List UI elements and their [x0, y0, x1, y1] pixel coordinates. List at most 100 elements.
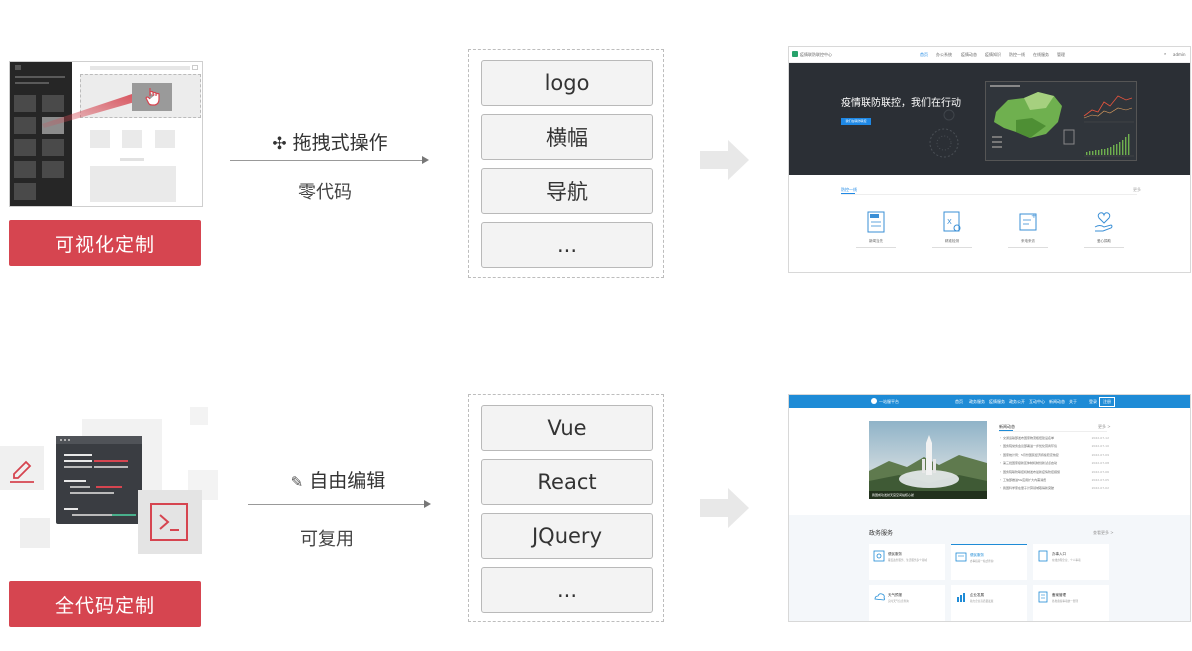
drag-trail [42, 94, 135, 128]
service-icon [873, 550, 885, 562]
site-brand: 一站服平台 [879, 399, 899, 404]
hero-title: 疫情联防联控，我们在行动 [841, 98, 961, 109]
service-icon [955, 552, 967, 562]
service-card[interactable]: 办事入口 在线办理企业、个人事项 [1033, 544, 1109, 580]
component-logo[interactable]: logo [481, 60, 653, 106]
pencil-icon [10, 460, 34, 483]
form-icon: + [1019, 212, 1037, 231]
free-edit-caption: ✎ 自由编辑 [290, 470, 386, 492]
dragged-block [132, 83, 172, 111]
nav-item[interactable]: 政务公开 [1009, 399, 1025, 404]
flow-arrow-head [424, 500, 431, 508]
flow-arrow-head [422, 156, 429, 164]
reusable-caption: 可复用 [300, 529, 354, 550]
card-test[interactable]: X 精准检测 [927, 209, 977, 259]
register-button[interactable]: 注册 [1099, 397, 1115, 407]
gov-site-preview: 一站服平台 首页 政务服务 疫情服务 政务公开 互动中心 新闻动态 关于 登录 … [788, 394, 1191, 622]
search-icon[interactable]: ⌕ [1164, 51, 1167, 56]
site-header: 疫情联防联控中心 首页 办公系统 疫情动态 疫情知识 防控一线 在线服务 管理 … [789, 47, 1190, 63]
card-news[interactable]: 新闻当先 [851, 209, 901, 259]
test-icon: X [943, 211, 961, 232]
svg-text:X: X [947, 218, 952, 226]
visual-customization-label: 可视化定制 [9, 220, 201, 266]
move-icon: ✣ [272, 134, 287, 154]
nav-item[interactable]: 政务服务 [969, 399, 985, 404]
nav-item-home[interactable]: 首页 [920, 52, 928, 57]
section-more-link[interactable]: 更多 [1133, 187, 1141, 192]
full-code-customization-label: 全代码定制 [9, 581, 201, 627]
result-arrow-icon [700, 140, 749, 180]
terminal-icon [150, 503, 188, 541]
service-card[interactable]: 天气预报 实时天气信息查询 [869, 585, 945, 621]
flow-arrow-line [248, 504, 424, 505]
hero-button[interactable]: 我们在联防联控 [841, 118, 871, 125]
news-photo: 我国成功发射天宫空间站核心舱 [869, 421, 987, 499]
service-icon [957, 593, 965, 602]
nav-item[interactable]: 在线服务 [1033, 52, 1049, 57]
nav-item[interactable]: 关于 [1069, 399, 1077, 404]
hero-banner: 疫情联防联控，我们在行动 我们在联防联控 [789, 63, 1190, 175]
card-visit[interactable]: + 来电来访 [1003, 209, 1053, 259]
nav-item[interactable]: 疫情动态 [961, 52, 977, 57]
service-card[interactable]: 便民服务 覆盖政务服务、生活服务多个领域 [869, 544, 945, 580]
service-icon [1038, 591, 1048, 603]
component-jquery[interactable]: JQuery [481, 513, 653, 559]
svg-text:+: + [1031, 212, 1037, 220]
terminal-tile [138, 490, 202, 554]
nav-item[interactable]: 防控一线 [1009, 52, 1025, 57]
code-window [56, 436, 142, 524]
component-react[interactable]: React [481, 459, 653, 505]
nav-item[interactable]: 新闻动态 [1049, 399, 1065, 404]
component-more[interactable]: ... [481, 567, 653, 613]
nav-item[interactable]: 管理 [1057, 52, 1065, 57]
dashboard-panel [985, 81, 1137, 161]
weather-icon [874, 593, 885, 601]
drag-operation-caption: ✣ 拖拽式操作 [272, 132, 388, 154]
service-card-active[interactable]: 便民服务 办事指南一站式查询 [951, 544, 1027, 580]
result-arrow-icon [700, 488, 749, 528]
site-logo-icon [792, 51, 798, 57]
section-title: 防控一线 [841, 187, 857, 192]
component-nav[interactable]: 导航 [481, 168, 653, 214]
login-link[interactable]: 登录 [1089, 399, 1097, 404]
site-header: 一站服平台 首页 政务服务 疫情服务 政务公开 互动中心 新闻动态 关于 登录 … [789, 395, 1190, 408]
flow-arrow-line [230, 160, 422, 161]
nav-item[interactable]: 疫情服务 [989, 399, 1005, 404]
nav-item[interactable]: 疫情知识 [985, 52, 1001, 57]
component-vue[interactable]: Vue [481, 405, 653, 451]
site-brand: 疫情联防联控中心 [800, 52, 832, 57]
user-name[interactable]: admin [1173, 52, 1186, 57]
news-icon [867, 211, 885, 233]
hand-cursor-icon [145, 88, 160, 106]
visual-components-group: logo 横幅 导航 ... [468, 49, 664, 278]
heart-hand-icon [1094, 212, 1113, 232]
service-icon [1038, 550, 1048, 562]
zero-code-caption: 零代码 [298, 182, 352, 203]
code-illustration [0, 404, 220, 564]
pencil-icon: ✎ [290, 473, 304, 491]
services-title: 政务服务 [869, 530, 894, 537]
services-section: 政务服务 查看更多 > 便民服务 覆盖政务服务、生活服务多个领域 便民服务 办事… [789, 515, 1190, 621]
card-donation[interactable]: 爱心捐助 [1079, 209, 1129, 259]
service-card[interactable]: 备案管理 各类备案事项统一管理 [1033, 585, 1109, 621]
nav-item[interactable]: 办公系统 [936, 52, 952, 57]
component-more[interactable]: ... [481, 222, 653, 268]
epidemic-site-preview: 疫情联防联控中心 首页 办公系统 疫情动态 疫情知识 防控一线 在线服务 管理 … [788, 46, 1191, 273]
editor-sidebar [10, 62, 72, 206]
news-title: 新闻动态 [999, 424, 1015, 429]
photo-caption: 我国成功发射天宫空间站核心舱 [872, 493, 915, 497]
services-more-link[interactable]: 查看更多 > [1093, 530, 1114, 535]
nav-item[interactable]: 首页 [955, 399, 963, 404]
component-banner[interactable]: 横幅 [481, 114, 653, 160]
news-more-link[interactable]: 更多 > [1098, 424, 1111, 429]
nav-item[interactable]: 互动中心 [1029, 399, 1045, 404]
service-card[interactable]: 企业发展 助力企业高质量发展 [951, 585, 1027, 621]
